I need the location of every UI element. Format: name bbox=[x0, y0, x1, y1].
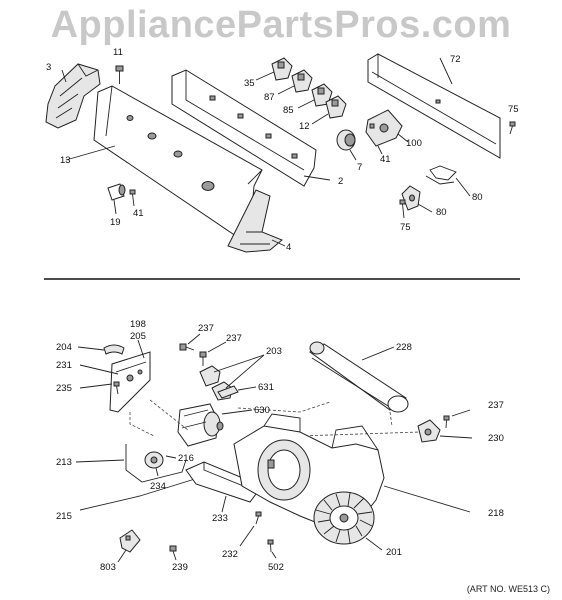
screw-part-239 bbox=[169, 545, 177, 561]
callout-19: 19 bbox=[110, 217, 121, 228]
screw-part-41-upper-left bbox=[129, 189, 136, 207]
callout-205: 205 bbox=[130, 331, 146, 342]
callout-203: 203 bbox=[266, 346, 282, 357]
callout-12: 12 bbox=[299, 121, 310, 132]
clamp-part-204 bbox=[103, 344, 125, 355]
idler-assembly-part-213 bbox=[125, 444, 187, 483]
callout-237: 237 bbox=[198, 323, 214, 334]
callout-87: 87 bbox=[264, 92, 275, 103]
screw-part-11 bbox=[115, 65, 124, 84]
callout-218: 218 bbox=[488, 508, 504, 519]
screw-part-502 bbox=[267, 539, 274, 553]
screw-part-237-b bbox=[199, 351, 207, 366]
switch-part-87 bbox=[291, 69, 313, 93]
callout-215: 215 bbox=[56, 511, 72, 522]
motor-part-630 bbox=[177, 403, 224, 447]
screw-part-75-upper bbox=[509, 121, 516, 135]
callout-213: 213 bbox=[56, 457, 72, 468]
callout-7: 7 bbox=[357, 162, 362, 173]
callout-631: 631 bbox=[258, 382, 274, 393]
callout-2: 2 bbox=[338, 176, 343, 187]
callout-502: 502 bbox=[268, 562, 284, 573]
callout-4: 4 bbox=[286, 242, 291, 253]
callout-235: 235 bbox=[56, 383, 72, 394]
callout-204: 204 bbox=[56, 342, 72, 353]
harness-part-80 bbox=[425, 165, 457, 185]
bracket-part-80 bbox=[401, 185, 421, 211]
watermark: AppliancePartsPros.com bbox=[50, 4, 512, 46]
callout-233: 233 bbox=[212, 513, 228, 524]
art-number: (ART NO. WE513 C) bbox=[466, 584, 550, 594]
callout-72: 72 bbox=[450, 54, 461, 65]
bracket-part-205 bbox=[109, 351, 151, 413]
callout-216: 216 bbox=[178, 453, 194, 464]
screw-part-237-c bbox=[443, 415, 450, 429]
screw-part-232 bbox=[255, 511, 262, 525]
end-cap-part-4 bbox=[227, 189, 283, 253]
callout-3: 3 bbox=[46, 62, 51, 73]
switch-part-12 bbox=[325, 95, 347, 119]
switch-part-803 bbox=[119, 529, 141, 553]
rear-panel-part-72 bbox=[367, 53, 501, 159]
callout-232: 232 bbox=[222, 549, 238, 560]
timer-part-100 bbox=[365, 109, 403, 147]
callout-85: 85 bbox=[283, 105, 294, 116]
screw-part-235 bbox=[113, 381, 120, 395]
callout-100: 100 bbox=[406, 138, 422, 149]
timer-knob-part-7 bbox=[336, 129, 356, 151]
callout-228: 228 bbox=[396, 342, 412, 353]
callout-201: 201 bbox=[386, 547, 402, 558]
callout-198: 198 bbox=[130, 319, 146, 330]
callout-237: 237 bbox=[226, 333, 242, 344]
bracket-part-631 bbox=[217, 385, 239, 399]
callout-237: 237 bbox=[488, 400, 504, 411]
end-cap-part-3 bbox=[45, 63, 101, 129]
callout-11: 11 bbox=[113, 47, 123, 58]
sensor-part-230 bbox=[417, 419, 441, 443]
duct-part-228 bbox=[309, 341, 409, 413]
callout-41: 41 bbox=[380, 154, 391, 165]
callout-75: 75 bbox=[400, 222, 411, 233]
switch-part-85 bbox=[311, 83, 333, 107]
callout-234: 234 bbox=[150, 481, 166, 492]
callout-239: 239 bbox=[172, 562, 188, 573]
callout-75: 75 bbox=[508, 104, 519, 115]
knob-part-19 bbox=[107, 183, 126, 201]
callout-80: 80 bbox=[472, 192, 483, 203]
belt-part-215 bbox=[79, 477, 199, 511]
callout-80: 80 bbox=[436, 207, 447, 218]
callout-630: 630 bbox=[254, 405, 270, 416]
screw-part-237-a bbox=[179, 343, 195, 351]
backsplash-frame-part-2 bbox=[171, 69, 317, 187]
blower-wheel-part-201 bbox=[313, 491, 375, 545]
callout-13: 13 bbox=[60, 155, 71, 166]
callout-35: 35 bbox=[244, 78, 255, 89]
switch-part-35 bbox=[271, 57, 293, 81]
callout-803: 803 bbox=[100, 562, 116, 573]
screw-part-75-lower bbox=[399, 199, 406, 219]
callout-231: 231 bbox=[56, 360, 72, 371]
callout-41: 41 bbox=[133, 208, 144, 219]
callout-230: 230 bbox=[488, 433, 504, 444]
